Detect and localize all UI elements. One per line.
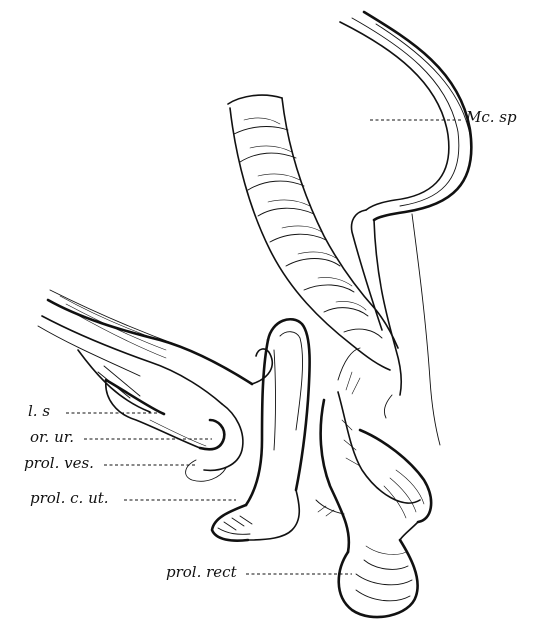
label-mc-sp: Mc. sp [466,110,517,125]
rectal-prolapse [316,348,431,617]
label-prol-ves: prol. ves. [24,456,94,471]
label-l-s: l. s [28,404,50,419]
label-prol-rect: prol. rect [166,565,237,580]
spinal-canal [340,12,472,220]
label-prol-c-ut: prol. c. ut. [30,491,109,506]
vertebral-column [228,95,398,370]
leader-lines [66,120,462,574]
bladder-wall [38,290,272,481]
cord-sheath [352,210,440,445]
label-or-ur: or. ur. [30,430,74,445]
uterine-prolapse [212,319,310,540]
